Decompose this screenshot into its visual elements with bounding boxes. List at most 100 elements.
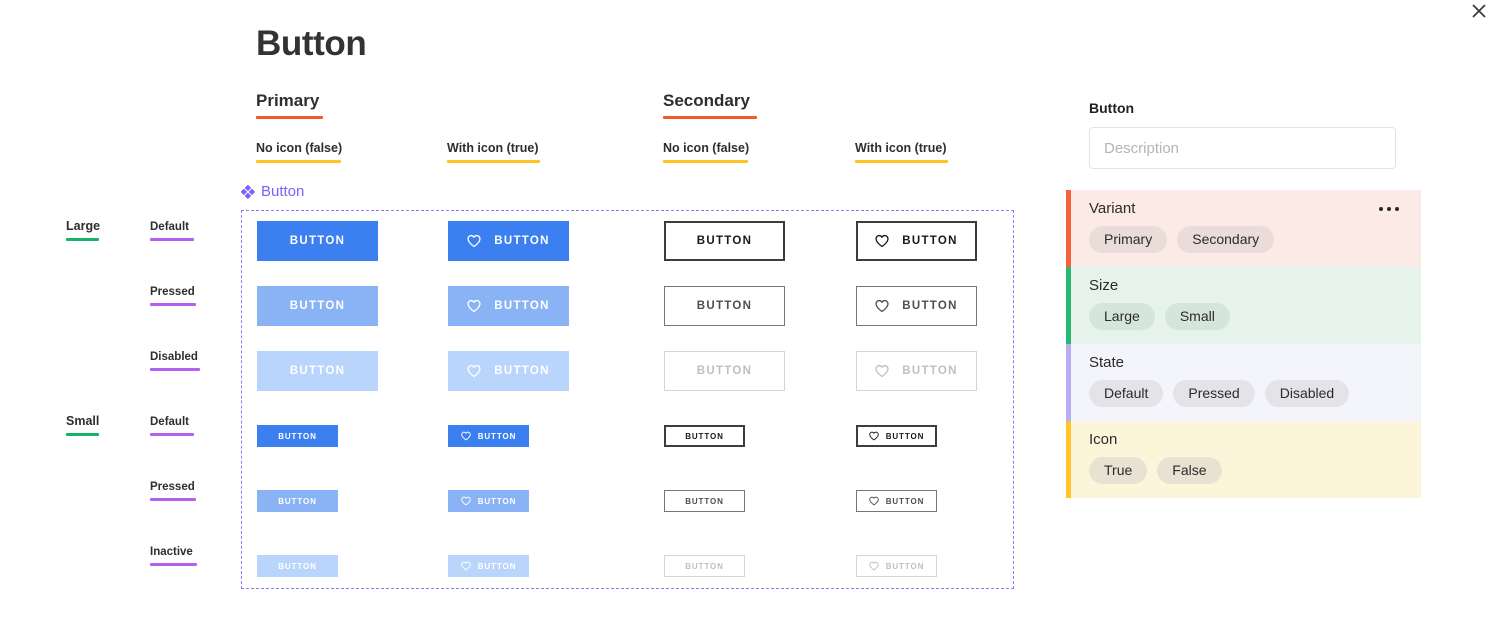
- chip-primary[interactable]: Primary: [1089, 226, 1168, 253]
- state-label-3-text: Default: [150, 416, 189, 428]
- button-primary-small-pressed-with-icon[interactable]: BUTTON: [448, 490, 529, 512]
- heart-icon: [875, 234, 889, 248]
- button-primary-large-disabled-with-icon[interactable]: BUTTON: [448, 351, 569, 391]
- icon-header-2-text: No icon (false): [663, 141, 750, 155]
- chip-disabled[interactable]: Disabled: [1264, 380, 1350, 407]
- close-icon[interactable]: [1468, 0, 1490, 22]
- component-frame: [241, 210, 1014, 589]
- chip-large[interactable]: Large: [1089, 303, 1155, 330]
- button-secondary-small-default-no-icon[interactable]: BUTTON: [664, 425, 745, 447]
- component-diamond-icon: [241, 184, 255, 199]
- group-chips: Primary Secondary: [1089, 226, 1421, 253]
- button-label: BUTTON: [278, 561, 317, 571]
- state-label-2-underline: [150, 368, 200, 371]
- component-label: Button: [241, 183, 304, 200]
- button-label: BUTTON: [902, 300, 958, 312]
- icon-header-0: No icon (false): [256, 141, 342, 163]
- group-chips: Default Pressed Disabled: [1089, 380, 1421, 407]
- button-secondary-small-default-with-icon[interactable]: BUTTON: [856, 425, 937, 447]
- variant-header-secondary: Secondary: [663, 91, 757, 119]
- button-label: BUTTON: [902, 235, 958, 247]
- button-primary-small-disabled-with-icon[interactable]: BUTTON: [448, 555, 529, 577]
- icon-header-3-text: With icon (true): [855, 141, 947, 155]
- button-secondary-large-pressed-no-icon[interactable]: BUTTON: [664, 286, 785, 326]
- state-label-3: Default: [150, 416, 194, 436]
- icon-header-0-text: No icon (false): [256, 141, 343, 155]
- button-secondary-small-pressed-no-icon[interactable]: BUTTON: [664, 490, 745, 512]
- heart-icon: [460, 431, 471, 441]
- button-primary-small-disabled-no-icon[interactable]: BUTTON: [257, 555, 338, 577]
- heart-icon: [868, 561, 879, 571]
- state-label-4: Pressed: [150, 481, 196, 501]
- button-label: BUTTON: [885, 561, 925, 571]
- button-label: BUTTON: [494, 235, 550, 247]
- button-secondary-large-disabled-no-icon[interactable]: BUTTON: [664, 351, 785, 391]
- state-label-2-text: Disabled: [150, 351, 198, 363]
- variant-header-primary-underline: [256, 116, 323, 119]
- icon-header-1-text: With icon (true): [447, 141, 539, 155]
- button-primary-large-default-no-icon[interactable]: BUTTON: [257, 221, 378, 261]
- chip-secondary[interactable]: Secondary: [1177, 226, 1275, 253]
- heart-icon: [460, 496, 471, 506]
- button-label: BUTTON: [685, 561, 724, 571]
- chip-small[interactable]: Small: [1164, 303, 1230, 330]
- button-primary-small-default-with-icon[interactable]: BUTTON: [448, 425, 529, 447]
- icon-header-1: With icon (true): [447, 141, 540, 163]
- icon-header-3: With icon (true): [855, 141, 948, 163]
- button-label: BUTTON: [477, 496, 517, 506]
- state-label-1: Pressed: [150, 286, 196, 306]
- button-secondary-large-pressed-with-icon[interactable]: BUTTON: [856, 286, 977, 326]
- variant-header-secondary-text: Secondary: [663, 91, 750, 110]
- heart-icon: [467, 234, 481, 248]
- heart-icon: [875, 299, 889, 313]
- group-name: Icon: [1089, 431, 1118, 448]
- button-primary-small-default-no-icon[interactable]: BUTTON: [257, 425, 338, 447]
- button-primary-small-pressed-no-icon[interactable]: BUTTON: [257, 490, 338, 512]
- button-secondary-small-disabled-with-icon[interactable]: BUTTON: [856, 555, 937, 577]
- button-label: BUTTON: [278, 496, 317, 506]
- heart-icon: [868, 496, 879, 506]
- group-accent-bar: [1066, 190, 1071, 267]
- size-label-large: Large: [66, 219, 100, 241]
- state-label-4-text: Pressed: [150, 481, 195, 493]
- button-primary-large-default-with-icon[interactable]: BUTTON: [448, 221, 569, 261]
- variant-header-primary: Primary: [256, 91, 323, 119]
- button-secondary-small-disabled-no-icon[interactable]: BUTTON: [664, 555, 745, 577]
- variant-header-secondary-underline: [663, 116, 757, 119]
- heart-icon: [460, 561, 471, 571]
- variant-header-primary-text: Primary: [256, 91, 320, 110]
- state-label-1-underline: [150, 303, 196, 306]
- group-name: State: [1089, 354, 1125, 371]
- button-primary-large-pressed-no-icon[interactable]: BUTTON: [257, 286, 378, 326]
- button-label: BUTTON: [885, 431, 925, 441]
- button-label: BUTTON: [477, 561, 517, 571]
- more-options-icon[interactable]: [1379, 206, 1399, 211]
- state-label-0-text: Default: [150, 221, 189, 233]
- button-secondary-large-default-with-icon[interactable]: BUTTON: [856, 221, 977, 261]
- chip-default[interactable]: Default: [1089, 380, 1164, 407]
- state-label-0: Default: [150, 221, 194, 241]
- button-secondary-small-pressed-with-icon[interactable]: BUTTON: [856, 490, 937, 512]
- size-label-small-underline: [66, 433, 99, 436]
- button-primary-large-disabled-no-icon[interactable]: BUTTON: [257, 351, 378, 391]
- chip-true[interactable]: True: [1089, 457, 1148, 484]
- chip-pressed[interactable]: Pressed: [1173, 380, 1255, 407]
- button-secondary-large-disabled-with-icon[interactable]: BUTTON: [856, 351, 977, 391]
- heart-icon: [467, 299, 481, 313]
- size-label-large-text: Large: [66, 219, 101, 233]
- button-label: BUTTON: [278, 431, 317, 441]
- size-label-large-underline: [66, 238, 99, 241]
- button-label: BUTTON: [696, 300, 753, 312]
- size-label-small: Small: [66, 414, 99, 436]
- button-label: BUTTON: [494, 300, 550, 312]
- button-secondary-large-default-no-icon[interactable]: BUTTON: [664, 221, 785, 261]
- button-label: BUTTON: [289, 235, 346, 247]
- description-input[interactable]: [1089, 127, 1396, 169]
- chip-false[interactable]: False: [1157, 457, 1222, 484]
- icon-header-0-underline: [256, 160, 341, 163]
- button-primary-large-pressed-with-icon[interactable]: BUTTON: [448, 286, 569, 326]
- group-name: Size: [1089, 277, 1119, 294]
